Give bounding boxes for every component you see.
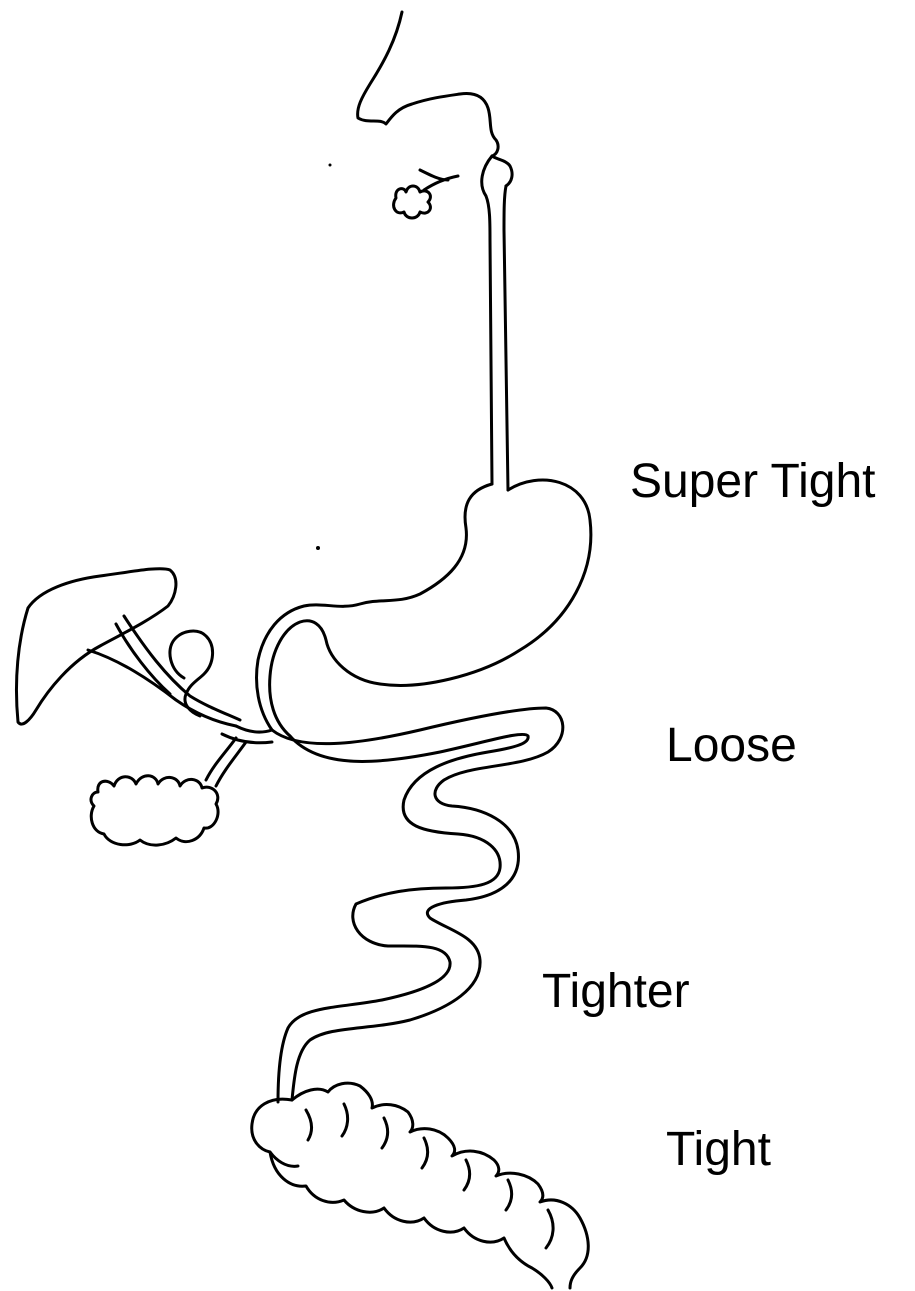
pancreas bbox=[91, 776, 218, 845]
small-intestine-outer bbox=[272, 708, 563, 1100]
label-super-tight: Super Tight bbox=[630, 458, 875, 506]
speck bbox=[329, 164, 332, 167]
stomach-outer bbox=[257, 484, 492, 730]
esophagus-right-wall bbox=[504, 186, 508, 490]
label-tight: Tight bbox=[666, 1126, 771, 1174]
common-bile-duct bbox=[222, 726, 272, 743]
colon-haustra-folds bbox=[306, 1104, 553, 1248]
salivary-duct bbox=[420, 170, 458, 190]
speck bbox=[316, 546, 320, 550]
liver bbox=[16, 569, 175, 724]
small-intestine-inner bbox=[278, 734, 528, 1102]
stomach-greater-curvature bbox=[270, 480, 591, 736]
esophagus-left-wall bbox=[482, 156, 492, 484]
bile-duct bbox=[88, 616, 240, 726]
label-tighter: Tighter bbox=[542, 968, 690, 1016]
pancreatic-duct bbox=[206, 738, 246, 786]
label-loose: Loose bbox=[666, 722, 797, 770]
